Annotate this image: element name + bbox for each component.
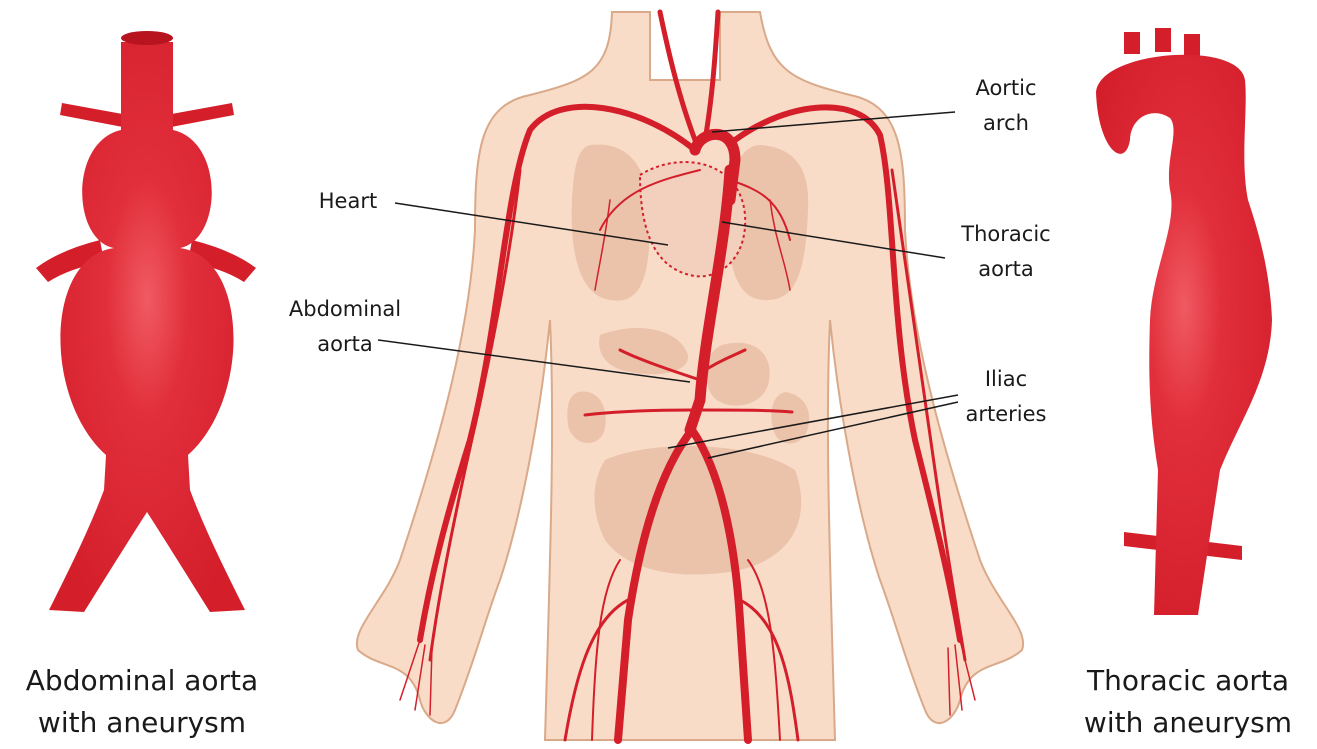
label-abdominal-aorta-1: Abdominal: [289, 297, 401, 321]
thoracic-aorta-shape: [1096, 55, 1272, 615]
body-figure: [357, 12, 1023, 740]
left-lung: [572, 144, 650, 300]
label-aortic-arch-1: Aortic: [975, 76, 1036, 100]
pelvis-intestines: [594, 446, 801, 574]
caption-right-2: with aneurysm: [1084, 706, 1292, 739]
caption-left-1: Abdominal aorta: [26, 664, 258, 697]
renal-branch-right-top: [166, 103, 234, 128]
label-abdominal-aorta-2: aorta: [317, 332, 372, 356]
label-heart: Heart: [319, 189, 377, 213]
renal-branch-left-top: [60, 103, 128, 128]
aorta-opening: [121, 31, 173, 45]
thoracic-aneurysm-illustration: [1096, 28, 1272, 615]
label-thoracic-aorta-1: Thoracic: [960, 222, 1050, 246]
arch-branch-3: [1184, 34, 1200, 56]
arch-branch-2: [1155, 28, 1171, 52]
label-aortic-arch-2: arch: [983, 111, 1029, 135]
label-iliac-arteries-1: Iliac: [985, 367, 1027, 391]
abdominal-aorta-shape: [49, 42, 245, 612]
label-iliac-arteries-2: arteries: [966, 402, 1047, 426]
label-thoracic-aorta-2: aorta: [978, 257, 1033, 281]
caption-left-2: with aneurysm: [38, 706, 246, 739]
abdominal-aneurysm-illustration: [36, 31, 256, 612]
arch-branch-1: [1124, 32, 1140, 54]
caption-right-1: Thoracic aorta: [1086, 664, 1289, 697]
